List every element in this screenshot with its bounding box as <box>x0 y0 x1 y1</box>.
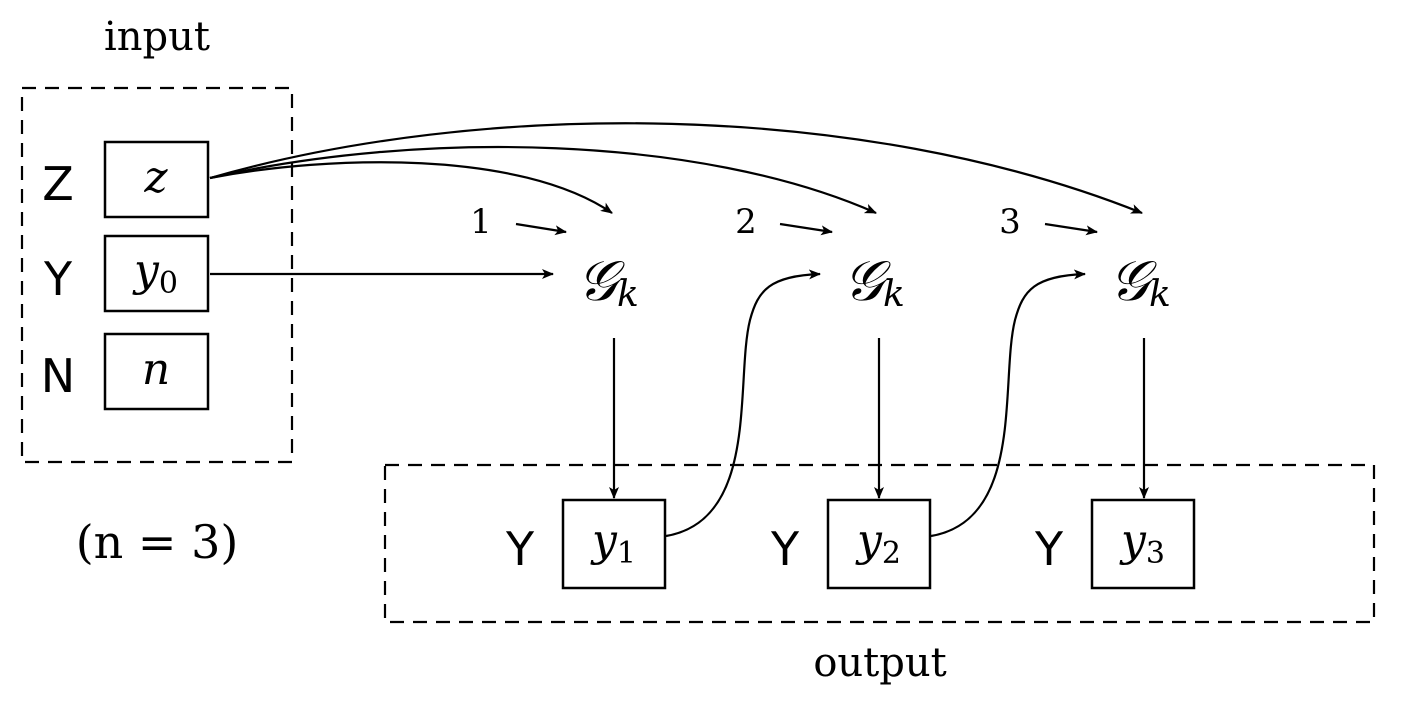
input-z-value: z <box>143 152 168 203</box>
input-y0-main: y <box>132 245 160 296</box>
input-row-y-type: Y <box>43 252 73 306</box>
z-to-generator-3-arrow <box>209 122 1143 215</box>
input-n-box <box>103 332 210 411</box>
output-y1-main: y <box>590 515 618 566</box>
step-1-arrow <box>515 222 567 236</box>
input-y0-box <box>103 234 210 313</box>
input-z-box <box>103 140 210 219</box>
output-1-type: Y <box>505 522 535 576</box>
step-3-arrow <box>1044 222 1098 236</box>
input-y0-subscript: 0 <box>159 266 178 301</box>
output-y1-value: y1 <box>590 515 636 571</box>
output-y3-value: y3 <box>1119 515 1165 571</box>
input-row-z-type: Z <box>42 157 74 211</box>
step-2-arrow <box>779 222 833 236</box>
generator-1-subscript: k <box>617 274 639 315</box>
input-label: input <box>104 14 210 60</box>
y1-to-generator-2-arrow <box>665 269 821 538</box>
output-2-type: Y <box>770 522 800 576</box>
output-label: output <box>813 640 946 686</box>
output-y2-main: y <box>855 515 883 566</box>
output-3-type: Y <box>1034 522 1064 576</box>
z-to-generator-1-arrow <box>209 161 613 214</box>
output-y2-subscript: 2 <box>882 536 901 571</box>
input-row-n-type: N <box>41 349 75 403</box>
step-label-2: 2 <box>735 202 757 242</box>
output-y2-box <box>826 498 932 590</box>
output-y3-subscript: 3 <box>1146 536 1165 571</box>
step-label-1: 1 <box>470 202 492 242</box>
generator-2: 𝒢k <box>843 249 905 315</box>
generator-3: 𝒢k <box>1109 249 1171 315</box>
z-to-generator-2-arrow <box>209 145 877 215</box>
output-y3-box <box>1090 498 1196 590</box>
output-y1-subscript: 1 <box>617 536 636 571</box>
generator-2-subscript: k <box>883 274 905 315</box>
generator-1: 𝒢k <box>577 249 639 315</box>
generator-3-subscript: k <box>1149 274 1171 315</box>
input-y0-value: y0 <box>132 245 178 301</box>
y2-to-generator-3-arrow <box>930 269 1086 538</box>
output-y1-box <box>561 498 667 590</box>
step-label-3: 3 <box>999 202 1021 242</box>
input-n-value: n <box>142 344 170 395</box>
iteration-note: (n = 3) <box>76 515 239 569</box>
output-y2-value: y2 <box>855 515 901 571</box>
output-y3-main: y <box>1119 515 1147 566</box>
